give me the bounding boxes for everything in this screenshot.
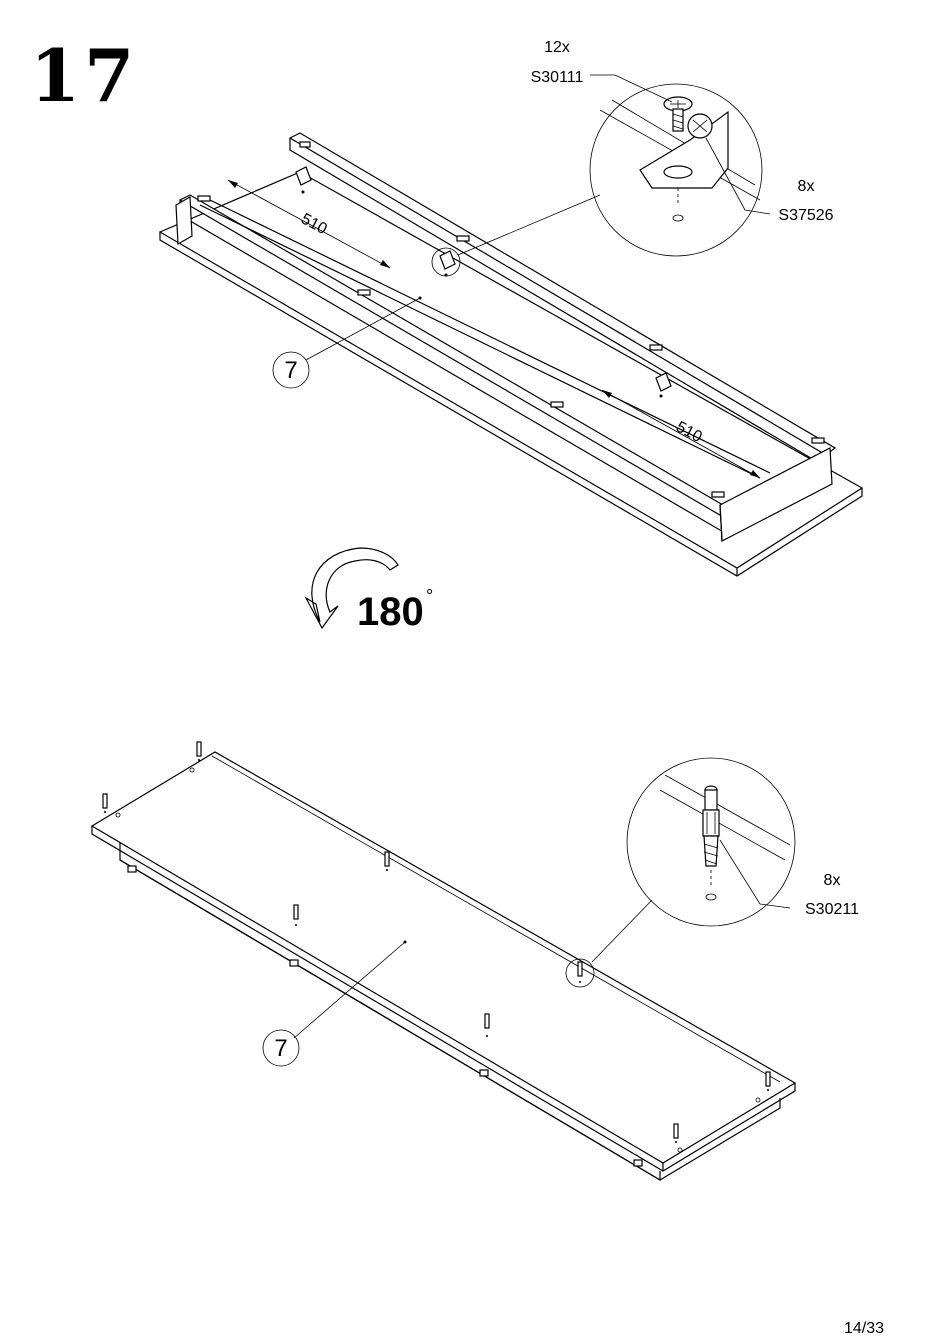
dowel-quantity: 8x <box>824 872 841 889</box>
page-number: 14/33 <box>844 1320 884 1338</box>
part-label: 7 <box>284 357 297 384</box>
dowel-code: S30211 <box>805 901 859 918</box>
degree-symbol: ° <box>426 586 433 606</box>
rotate-180-indicator: 180 ° <box>306 548 433 634</box>
dowel-detail-icon <box>703 786 719 866</box>
bracket-detail-icon <box>640 112 728 188</box>
dowel-icon <box>197 742 201 761</box>
bottom-panel-assembly: 7 <box>92 742 795 1180</box>
detail-callout-dowel: 8x S30211 <box>627 758 859 926</box>
bracket-code: S37526 <box>778 207 833 224</box>
dowel-icon <box>103 794 107 813</box>
bracket-quantity: 8x <box>798 178 815 195</box>
screw-quantity: 12x <box>544 39 570 56</box>
part-label: 7 <box>274 1035 287 1062</box>
screw-code: S30111 <box>531 69 584 86</box>
rotation-value: 180 <box>357 590 424 634</box>
detail-callout-bracket: 12x S30111 8x S37526 <box>531 39 834 256</box>
